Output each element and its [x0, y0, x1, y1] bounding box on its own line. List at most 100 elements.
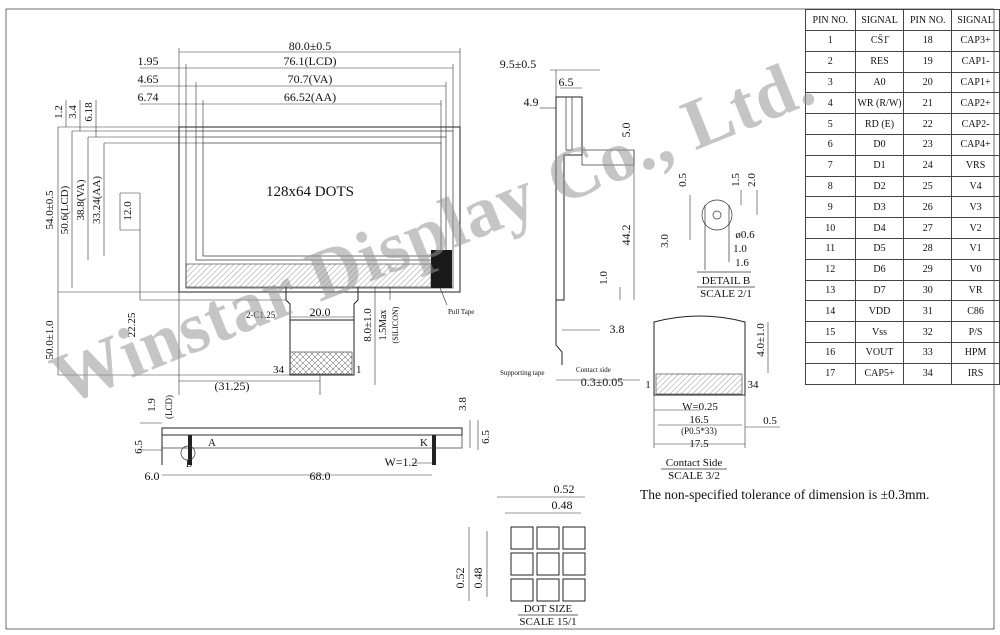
dot-dim-pitch-y: 0.52 [453, 568, 467, 589]
side-view [540, 69, 640, 381]
bottom-dim-6-0: 6.0 [145, 469, 160, 483]
contact-dim-4-0: 4.0±1.0 [755, 323, 767, 357]
bottom-dim-3-8: 3.8 [457, 397, 469, 411]
table-cell: CS̄1̄ [854, 30, 905, 52]
fpc-pin-1: 1 [356, 364, 362, 376]
detail-dim-1-0: 1.0 [733, 243, 747, 255]
table-cell: IRS [951, 362, 1000, 385]
detail-b-marker: B [186, 459, 192, 469]
table-cell: 10 [805, 217, 856, 239]
seal-area [185, 263, 432, 288]
fpc-contacts [289, 351, 353, 375]
dim-width-va: 70.7(VA) [288, 72, 333, 86]
table-cell: D3 [854, 196, 905, 219]
table-cell: V0 [951, 258, 1000, 281]
table-cell: CAP2+ [951, 92, 1000, 115]
contact-pin-34: 34 [748, 379, 760, 391]
table-cell: 12 [805, 258, 856, 281]
contact-dim-pitch: (P0.5*33) [681, 426, 717, 436]
header-signal-2: SIGNAL [951, 9, 1000, 31]
fpc-pin-34: 34 [273, 364, 285, 376]
contact-pads [655, 373, 743, 395]
detail-dim-1-6: 1.6 [735, 257, 749, 269]
dot-dim-size-y: 0.48 [471, 568, 485, 589]
table-cell: CAP4+ [951, 133, 1000, 156]
table-cell: 25 [903, 175, 953, 198]
dot-size-label: DOT SIZE [524, 603, 573, 615]
dim-fpc-width: 20.0 [310, 305, 331, 319]
dim-side-9-5: 9.5±0.5 [500, 57, 537, 71]
table-cell: 3 [805, 71, 856, 94]
contact-side-label: Contact side [576, 366, 611, 374]
tolerance-note: The non-specified tolerance of dimension… [640, 487, 930, 502]
table-cell: Vss [854, 321, 905, 343]
header-pin-no-2: PIN NO. [903, 9, 953, 31]
table-cell: VR [951, 279, 1000, 302]
supporting-tape-label: Supporting tape [500, 369, 545, 377]
dim-side-1-0: 1.0 [598, 271, 610, 285]
detail-dim-dia: ø0.6 [735, 229, 755, 241]
bottom-view [140, 420, 479, 476]
table-cell: 31 [903, 300, 953, 323]
dim-31-25: (31.25) [215, 379, 250, 393]
table-cell: VOUT [854, 341, 905, 364]
table-cell: 15 [805, 321, 856, 343]
detail-dim-1-5: 1.5 [730, 173, 742, 187]
table-cell: 34 [903, 362, 953, 385]
dim-1-5max: 1.5Max [378, 310, 389, 341]
table-cell: 14 [805, 300, 856, 323]
contact-side-view [653, 315, 780, 448]
detail-dim-2-0: 2.0 [746, 173, 758, 187]
dim-side-5-0: 5.0 [619, 123, 633, 138]
dot-dim-size-x: 0.48 [552, 498, 573, 512]
table-cell: 23 [903, 133, 953, 156]
dim-22-25: 22.25 [126, 312, 138, 337]
dim-height-overall: 54.0±0.5 [44, 190, 56, 230]
table-cell: 26 [903, 196, 953, 219]
table-cell: D5 [854, 237, 905, 260]
table-cell: CAP2- [951, 113, 1000, 135]
table-cell: CAP3+ [951, 30, 1000, 52]
pin-table-header: PIN NO. SIGNAL PIN NO. SIGNAL [805, 9, 1000, 31]
table-cell: 2 [805, 50, 856, 73]
view-area [195, 136, 447, 261]
main-front-view [57, 48, 461, 395]
bottom-dim-1-9: 1.9 [146, 398, 158, 412]
dot-dim-pitch-x: 0.52 [554, 482, 575, 496]
table-cell: 20 [903, 71, 953, 94]
active-area [202, 142, 442, 257]
label-silicon: (SILICON) [391, 306, 400, 343]
dim-side-3-8: 3.8 [610, 322, 625, 336]
module-outline [178, 126, 461, 293]
dot-size-view [468, 496, 586, 602]
bottom-dim-w: W=1.2 [384, 455, 417, 469]
detail-b-label: DETAIL B [702, 275, 751, 287]
table-cell: 30 [903, 279, 953, 302]
dim-4-65: 4.65 [138, 72, 159, 86]
dim-height-va: 38.8(VA) [75, 179, 87, 220]
table-cell: A0 [854, 71, 905, 94]
header-signal-1: SIGNAL [854, 9, 905, 31]
table-cell: 27 [903, 217, 953, 239]
dim-height-aa: 33.24(AA) [91, 176, 103, 224]
table-cell: V2 [951, 217, 1000, 239]
header-pin-no-1: PIN NO. [805, 9, 856, 31]
table-cell: D2 [854, 175, 905, 198]
table-cell: C86 [951, 300, 1000, 323]
display-label: 128x64 DOTS [266, 184, 354, 200]
table-cell: P/S [951, 321, 1000, 343]
table-cell: 9 [805, 196, 856, 219]
table-cell: D7 [854, 279, 905, 302]
